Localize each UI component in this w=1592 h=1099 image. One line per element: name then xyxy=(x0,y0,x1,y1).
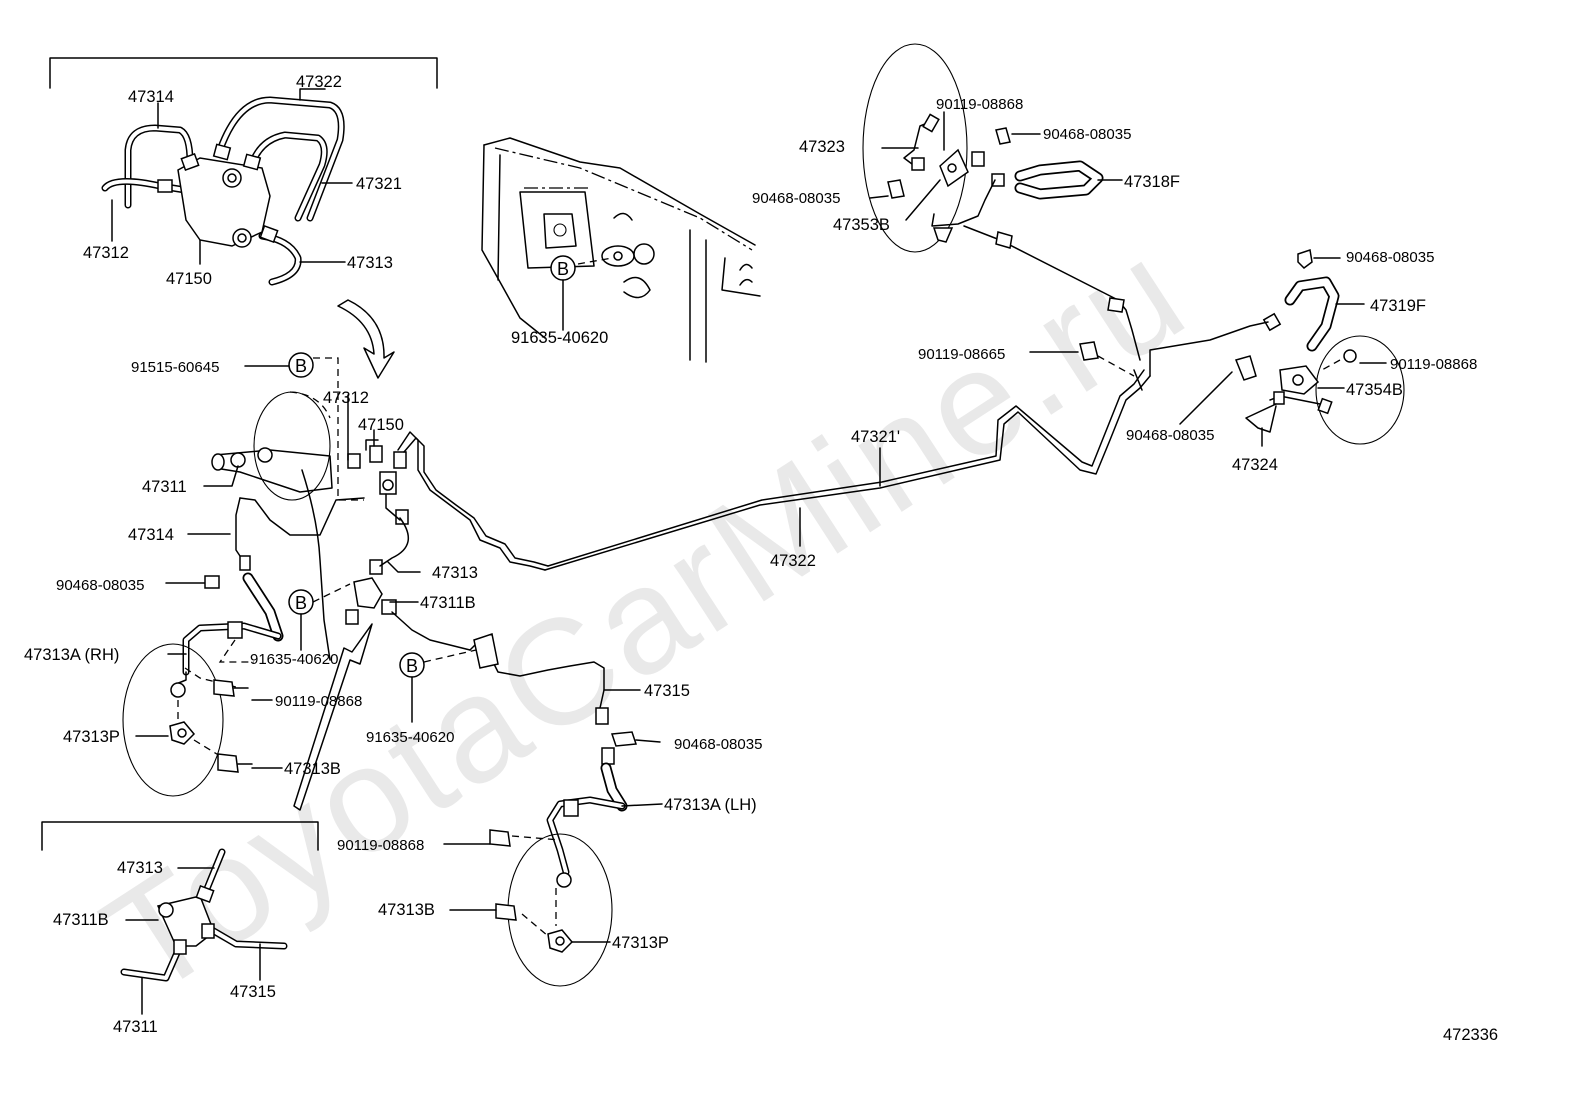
label-90119-lh: 90119-08868 xyxy=(337,837,424,854)
label-47353B: 47353B xyxy=(833,216,890,234)
label-47315-inset: 47315 xyxy=(230,983,276,1001)
lh-wheel-detail: 47315 90468-08035 47313A (LH) 90119-0886… xyxy=(337,682,762,987)
top-right-hose-area: 90119-08868 90468-08035 47323 47318F 904… xyxy=(752,43,1180,361)
bottom-left-inset: 47313 47311B 47315 47311 xyxy=(41,821,319,1036)
label-47324: 47324 xyxy=(1232,456,1278,474)
watermark-text: ToyotaCarMine.ru xyxy=(76,206,1214,1027)
master-cylinder-area: B 91515-60645 xyxy=(24,352,609,811)
label-47311B-inset: 47311B xyxy=(53,911,109,929)
label-47354B: 47354B xyxy=(1346,381,1403,399)
label-47313P-lh: 47313P xyxy=(612,934,669,952)
label-47313-mid: 47313 xyxy=(432,564,478,582)
label-47313A-lh: 47313A (LH) xyxy=(664,796,757,814)
label-90119-rh: 90119-08868 xyxy=(275,693,362,710)
badge-b-booster: B xyxy=(295,356,307,376)
label-47311B-mid: 47311B xyxy=(420,594,476,612)
label-90119-08868-tr: 90119-08868 xyxy=(936,96,1023,113)
label-47322-long: 47322 xyxy=(770,552,816,570)
label-47314-mid: 47314 xyxy=(128,526,174,544)
label-47314-top: 47314 xyxy=(128,88,174,106)
label-90468-r1: 90468-08035 xyxy=(1346,249,1434,266)
label-91635-center: 91635-40620 xyxy=(511,329,608,347)
label-47313-top: 47313 xyxy=(347,254,393,272)
label-90468-left: 90468-08035 xyxy=(56,577,144,594)
label-47150-top: 47150 xyxy=(166,270,212,288)
label-47323: 47323 xyxy=(799,138,845,156)
label-47322-top: 47322 xyxy=(296,73,342,91)
label-47311-mid: 47311 xyxy=(142,478,187,496)
label-47321-long: 47321' xyxy=(851,428,900,446)
label-90468-tr2: 90468-08035 xyxy=(752,190,840,207)
right-hose-area: 90468-08035 47319F 90119-08665 90119-088… xyxy=(918,249,1477,474)
diagram-id: 472336 xyxy=(1443,1026,1498,1044)
label-47311-inset: 47311 xyxy=(113,1018,158,1036)
label-47313B-lh: 47313B xyxy=(378,901,435,919)
label-47313A-rh: 47313A (RH) xyxy=(24,646,119,664)
label-47321-top: 47321 xyxy=(356,175,402,193)
label-91635-left: 91635-40620 xyxy=(250,651,338,668)
top-left-inset: 47314 47322 47321 47312 47150 47313 xyxy=(49,57,438,288)
label-47312-mid: 47312 xyxy=(323,389,369,407)
firewall-view: B 91635-40620 xyxy=(481,137,761,363)
rh-wheel-detail: 90119-08868 47313P 47313B xyxy=(63,643,362,797)
label-47150-mid: 47150 xyxy=(358,416,404,434)
arrow-down-icon xyxy=(337,299,395,379)
label-47313P-rh: 47313P xyxy=(63,728,120,746)
label-91635-lower: 91635-40620 xyxy=(366,729,454,746)
label-47315-mid: 47315 xyxy=(644,682,690,700)
label-47313-inset: 47313 xyxy=(117,859,163,877)
label-91515: 91515-60645 xyxy=(131,359,219,376)
badge-b-firewall: B xyxy=(557,259,569,279)
label-47312-top: 47312 xyxy=(83,244,129,262)
label-90119-r: 90119-08868 xyxy=(1390,356,1477,373)
label-90468-lh: 90468-08035 xyxy=(674,736,762,753)
label-47313B-rh: 47313B xyxy=(284,760,341,778)
label-90119-08665: 90119-08665 xyxy=(918,346,1005,363)
label-47319F: 47319F xyxy=(1370,297,1426,315)
long-brake-lines: 47321' 47322 xyxy=(544,369,1151,571)
label-90468-r2: 90468-08035 xyxy=(1126,427,1214,444)
label-47318F: 47318F xyxy=(1124,173,1180,191)
label-90468-tr1: 90468-08035 xyxy=(1043,126,1131,143)
badge-b-lower: B xyxy=(406,656,418,676)
badge-b-left: B xyxy=(295,593,307,613)
